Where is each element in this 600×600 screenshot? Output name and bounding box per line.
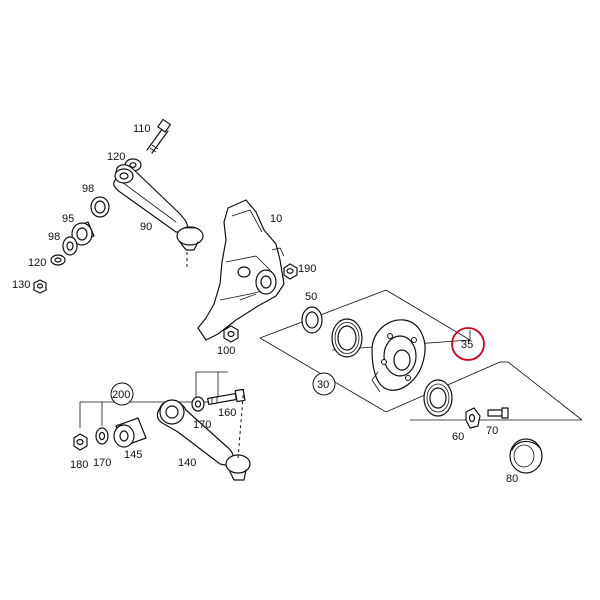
label-10[interactable]: 10 — [270, 213, 282, 225]
label-145[interactable]: 145 — [124, 449, 142, 461]
nut-180[interactable] — [73, 433, 88, 451]
label-170-right[interactable]: 170 — [193, 419, 211, 431]
label-200[interactable]: 200 — [112, 389, 130, 401]
label-60[interactable]: 60 — [452, 431, 464, 443]
washer-120-low[interactable] — [50, 254, 66, 266]
label-70[interactable]: 70 — [486, 425, 498, 437]
label-30[interactable]: 30 — [317, 379, 329, 391]
label-130[interactable]: 130 — [12, 279, 30, 291]
callout-circle-200 — [110, 382, 134, 406]
bolt-70[interactable] — [487, 407, 509, 419]
bolt-110[interactable] — [146, 118, 171, 154]
bushing-95[interactable] — [71, 221, 95, 246]
callout-circle-30 — [312, 372, 336, 396]
bushing-145[interactable] — [113, 417, 147, 448]
washer-60[interactable] — [465, 407, 481, 429]
label-190[interactable]: 190 — [298, 263, 316, 275]
label-98-low[interactable]: 98 — [48, 231, 60, 243]
bearing-inner[interactable] — [331, 318, 363, 358]
washer-170-right[interactable] — [191, 396, 205, 412]
upper-arm-90[interactable] — [113, 164, 204, 268]
hub-assembly-group — [259, 289, 583, 474]
label-180[interactable]: 180 — [70, 459, 88, 471]
bushing-98-low[interactable] — [62, 236, 78, 256]
label-140[interactable]: 140 — [178, 457, 196, 469]
lower-control-arm-group — [73, 371, 251, 481]
washer-170-left[interactable] — [95, 427, 109, 445]
nut-130[interactable] — [33, 279, 47, 294]
bearing-outer[interactable] — [423, 379, 453, 417]
label-170-left[interactable]: 170 — [93, 457, 111, 469]
hub-30[interactable] — [371, 319, 426, 393]
label-110[interactable]: 110 — [133, 123, 151, 135]
label-98-top[interactable]: 98 — [82, 183, 94, 195]
nut-190[interactable] — [283, 263, 298, 280]
seal-50[interactable] — [301, 306, 323, 334]
lower-arm-140[interactable] — [156, 385, 251, 481]
label-100[interactable]: 100 — [217, 345, 235, 357]
highlight-circle-35 — [451, 327, 485, 361]
label-50[interactable]: 50 — [305, 291, 317, 303]
label-120-low[interactable]: 120 — [28, 257, 46, 269]
bushing-98-top[interactable] — [90, 196, 110, 218]
bolt-160[interactable] — [207, 388, 246, 405]
label-35[interactable]: 35 — [461, 339, 473, 351]
label-120-top[interactable]: 120 — [107, 151, 125, 163]
nut-100[interactable] — [223, 325, 239, 343]
label-160[interactable]: 160 — [218, 407, 236, 419]
upper-control-arm-group — [33, 118, 204, 294]
steering-knuckle-10[interactable] — [197, 199, 285, 341]
label-90[interactable]: 90 — [140, 221, 152, 233]
label-80[interactable]: 80 — [506, 473, 518, 485]
label-95[interactable]: 95 — [62, 213, 74, 225]
dust-cap-80[interactable] — [509, 438, 543, 474]
